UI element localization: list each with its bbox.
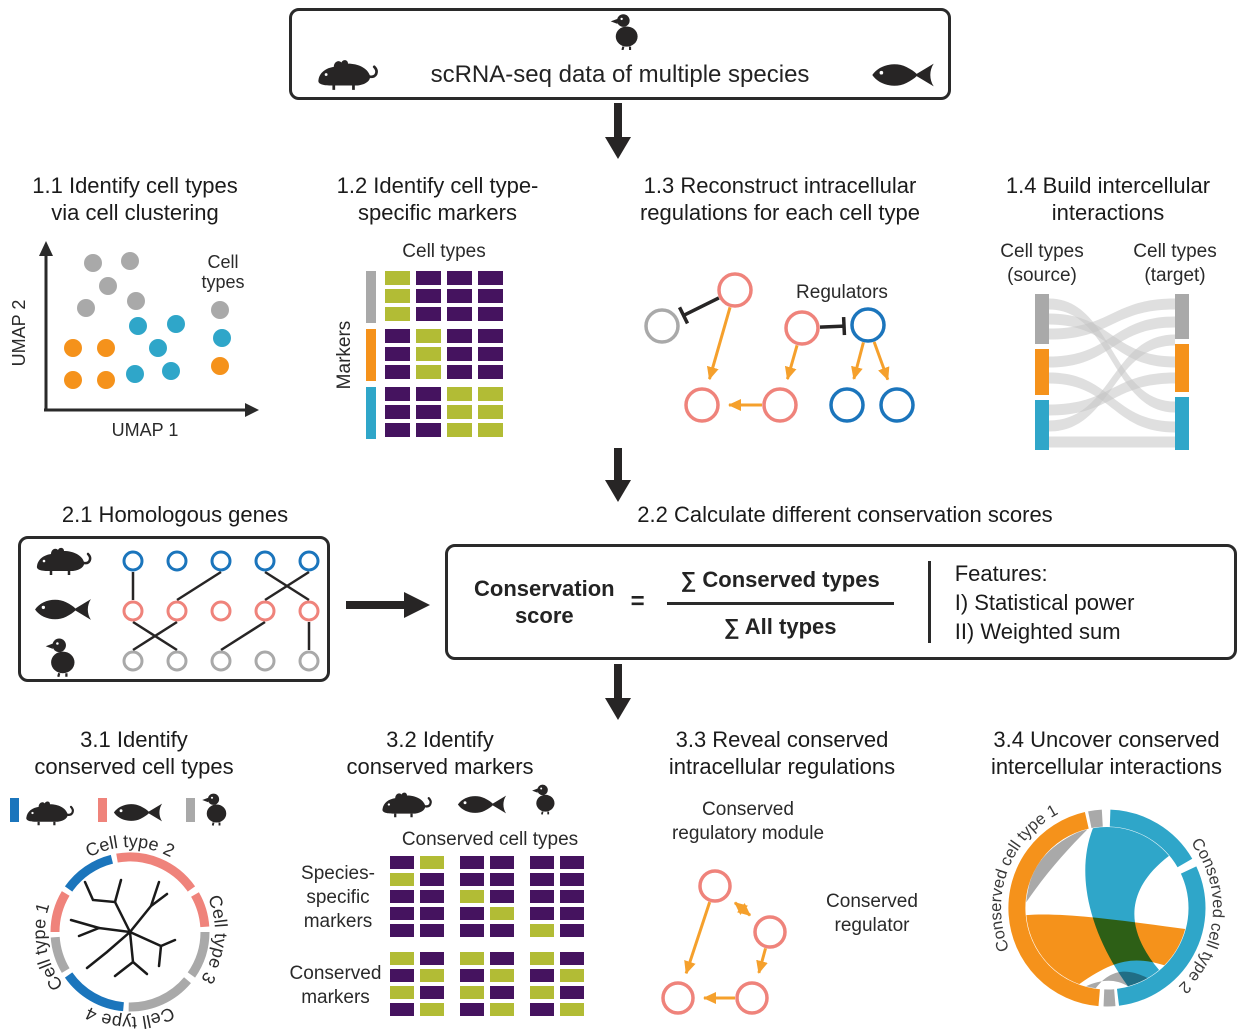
umap-x-label: UMAP 1 bbox=[112, 420, 179, 440]
right-arrow-icon bbox=[346, 592, 430, 618]
homologous-genes-graphic bbox=[35, 546, 320, 677]
bird-icon bbox=[44, 637, 76, 677]
input-data-box: scRNA-seq data of multiple species bbox=[289, 8, 951, 100]
dendrogram-tree bbox=[69, 878, 177, 978]
chord-ribbons bbox=[1026, 826, 1186, 989]
blue-species-swatch bbox=[10, 798, 19, 822]
panel-1-2-title: 1.2 Identify cell type-specific markers bbox=[336, 173, 539, 225]
down-arrow-icon bbox=[605, 448, 631, 502]
input-data-icons bbox=[316, 13, 934, 92]
conserved-cell-types-header: Conserved cell types bbox=[401, 829, 579, 850]
conserved-grid bbox=[390, 952, 584, 1016]
y-axis-arrow-icon bbox=[39, 241, 53, 256]
network-graph bbox=[661, 869, 787, 1015]
bird-icon bbox=[201, 792, 228, 826]
fraction-denominator: ∑ All types bbox=[723, 613, 837, 639]
bird-icon bbox=[609, 13, 639, 50]
sankey-graph bbox=[1035, 294, 1189, 450]
regulators-label: Regulators bbox=[796, 282, 888, 303]
umap-points bbox=[64, 252, 231, 389]
sankey-target-label: Cell types(target) bbox=[1133, 241, 1217, 286]
chord-diagram: Conserved cell type 1 Conserved cell typ… bbox=[987, 801, 1227, 1007]
fish-icon bbox=[113, 803, 163, 822]
fraction-numerator: ∑ Conserved types bbox=[666, 565, 894, 605]
conserved-markers-label: Conserved markers bbox=[289, 963, 382, 1008]
sankey-source-label: Cell types(source) bbox=[1000, 241, 1084, 286]
network-graph bbox=[644, 272, 915, 423]
gray-species-swatch bbox=[186, 798, 195, 822]
mouse-icon bbox=[381, 791, 432, 819]
cell-types-legend-label: Cell bbox=[207, 252, 238, 272]
marker-heatmap: Cell types Markers bbox=[334, 243, 503, 439]
species-icons-row bbox=[381, 783, 556, 819]
down-arrow-icon bbox=[605, 103, 631, 159]
intracellular-network: Regulators bbox=[644, 272, 915, 423]
heatmap-grid bbox=[366, 271, 503, 439]
mouse-icon bbox=[25, 800, 74, 827]
bird-icon bbox=[531, 783, 556, 816]
species-specific-grid bbox=[390, 856, 584, 937]
features-list: Features: I) Statistical power II) Weigh… bbox=[954, 560, 1135, 644]
vertical-divider bbox=[927, 561, 931, 643]
homolog-links bbox=[122, 550, 320, 672]
panel-2-1-title: 2.1 Homologous genes bbox=[61, 502, 289, 527]
formula-fraction: ∑ Conserved types ∑ All types bbox=[666, 565, 894, 640]
svg-text:types: types bbox=[201, 272, 244, 292]
x-axis-arrow-icon bbox=[245, 403, 259, 417]
homologous-genes-box bbox=[18, 536, 330, 682]
species-legend bbox=[10, 792, 228, 827]
input-data-label: scRNA-seq data of multiple species bbox=[430, 61, 810, 88]
mouse-icon bbox=[35, 546, 92, 577]
umap-plot: UMAP 2 UMAP 1 Cell types bbox=[9, 241, 259, 440]
equals-sign: = bbox=[630, 588, 645, 615]
sankey-diagram bbox=[1035, 294, 1189, 450]
species-specific-markers-label: Species- specific markers bbox=[301, 863, 375, 932]
fish-icon bbox=[457, 795, 507, 814]
umap-y-label: UMAP 2 bbox=[9, 300, 29, 367]
panel-2-2-title: 2.2 Calculate different conservation sco… bbox=[637, 502, 1053, 527]
heatmap-col-header: Cell types bbox=[402, 243, 485, 262]
salmon-species-swatch bbox=[98, 798, 107, 822]
chord-ring bbox=[1008, 809, 1206, 1007]
conserved-network bbox=[661, 869, 787, 1015]
fish-icon bbox=[35, 599, 91, 620]
down-arrow-icon bbox=[605, 664, 631, 720]
heatmap-row-header: Markers bbox=[334, 321, 355, 390]
conserved-marker-heatmap bbox=[390, 856, 584, 1016]
